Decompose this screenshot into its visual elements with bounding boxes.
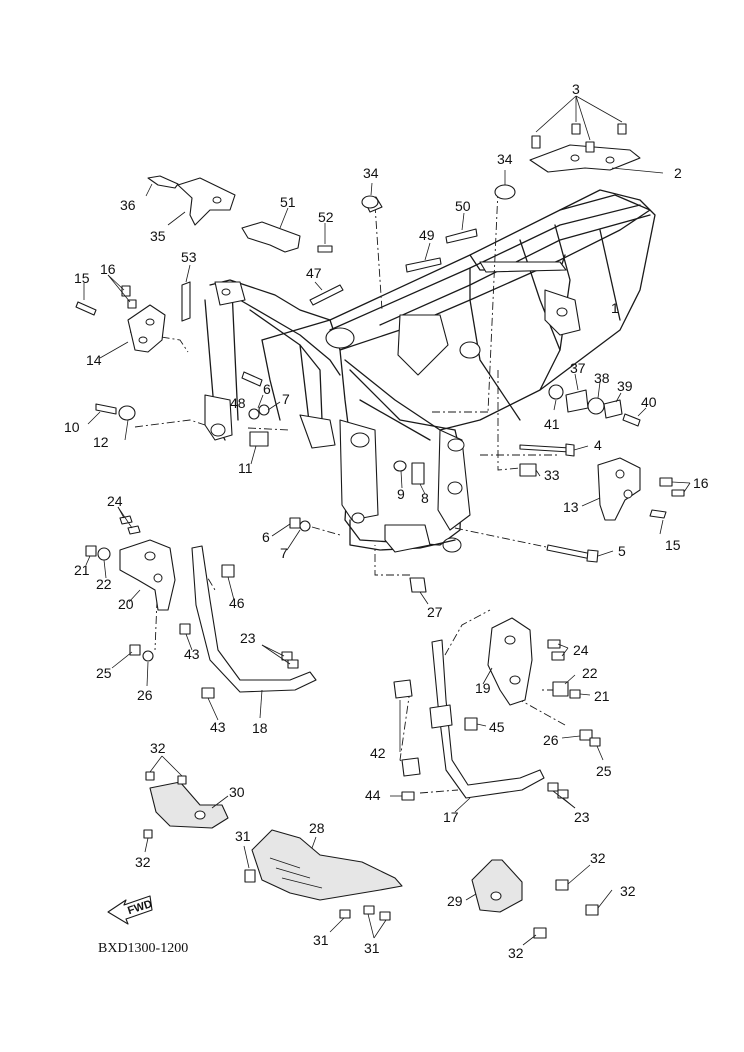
callout-11: 11 [238, 460, 253, 476]
callout-22: 22 [582, 665, 598, 681]
callout-26: 26 [137, 687, 153, 703]
callout-numbers: 1 2 3 4 5 6 6 7 7 8 9 10 11 12 13 14 15 … [64, 81, 709, 961]
callout-4: 4 [594, 437, 602, 453]
part-34-grommets [361, 170, 516, 213]
callout-41: 41 [544, 416, 560, 432]
part-10-bolt [87, 403, 136, 441]
callout-31: 31 [364, 940, 380, 956]
callout-39: 39 [617, 378, 633, 394]
part-4-shaft [519, 443, 589, 477]
callout-30: 30 [229, 784, 245, 800]
part-2-bracket [529, 144, 664, 174]
callout-12: 12 [93, 434, 109, 450]
part-30-guard [143, 755, 229, 853]
callout-9: 9 [397, 486, 405, 502]
part-3-bolts [531, 95, 627, 153]
callout-2: 2 [674, 165, 682, 181]
callout-53: 53 [181, 249, 197, 265]
callout-16: 16 [693, 475, 709, 491]
callout-7: 7 [282, 391, 290, 407]
part-6-7-lower [271, 517, 311, 551]
callout-38: 38 [594, 370, 610, 386]
callout-18: 18 [252, 720, 268, 736]
callout-24: 24 [573, 642, 589, 658]
callout-6: 6 [263, 381, 271, 397]
part-8-9 [393, 460, 426, 495]
callout-31: 31 [313, 932, 329, 948]
callout-43: 43 [210, 719, 226, 735]
callout-23: 23 [240, 630, 256, 646]
part-51-bracket [241, 207, 333, 253]
callout-19: 19 [475, 680, 491, 696]
callout-49: 49 [419, 227, 435, 243]
callout-32: 32 [620, 883, 636, 899]
callout-27: 27 [427, 604, 443, 620]
callout-21: 21 [74, 562, 90, 578]
callout-42: 42 [370, 745, 386, 761]
part-20-plate [85, 506, 176, 687]
callout-24: 24 [107, 493, 123, 509]
callout-20: 20 [118, 596, 134, 612]
part-29-guard [465, 859, 613, 946]
callout-40: 40 [641, 394, 657, 410]
callout-13: 13 [563, 499, 579, 515]
callout-5: 5 [618, 543, 626, 559]
callout-26: 26 [543, 732, 559, 748]
part-28-skid-plate [243, 829, 403, 939]
callout-1: 1 [611, 300, 619, 316]
callout-15: 15 [74, 270, 90, 286]
callout-14: 14 [86, 352, 102, 368]
callout-47: 47 [306, 265, 322, 281]
callout-16: 16 [100, 261, 116, 277]
callout-3: 3 [572, 81, 580, 97]
callout-32: 32 [135, 854, 151, 870]
callout-51: 51 [280, 194, 296, 210]
part-13-bracket [581, 457, 691, 535]
part-37-41-mount [548, 373, 647, 427]
callout-25: 25 [96, 665, 112, 681]
callout-45: 45 [489, 719, 505, 735]
label-strips [181, 212, 478, 322]
callout-52: 52 [318, 209, 334, 225]
diagram-code: BXD1300-1200 [98, 941, 188, 956]
callout-21: 21 [594, 688, 610, 704]
part-6-7-11-48 [241, 371, 281, 465]
part-27-nut [409, 577, 429, 605]
callout-31: 31 [235, 828, 251, 844]
callout-25: 25 [596, 763, 612, 779]
main-frame [204, 189, 656, 553]
callout-44: 44 [365, 787, 381, 803]
callout-36: 36 [120, 197, 136, 213]
callout-23: 23 [574, 809, 590, 825]
callout-35: 35 [150, 228, 166, 244]
callout-43: 43 [184, 646, 200, 662]
callout-33: 33 [544, 467, 560, 483]
callout-46: 46 [229, 595, 245, 611]
callout-50: 50 [455, 198, 471, 214]
callout-28: 28 [309, 820, 325, 836]
callout-29: 29 [447, 893, 463, 909]
part-18-downtube [179, 545, 317, 721]
part-14-bracket [75, 274, 166, 359]
callout-37: 37 [570, 360, 586, 376]
callout-15: 15 [665, 537, 681, 553]
part-19-plate [482, 617, 604, 761]
callout-34: 34 [363, 165, 379, 181]
callout-10: 10 [64, 419, 80, 435]
callout-32: 32 [150, 740, 166, 756]
callout-32: 32 [508, 945, 524, 961]
callout-48: 48 [230, 395, 246, 411]
fwd-arrow-icon: FWD [107, 895, 154, 925]
callout-6: 6 [262, 529, 270, 545]
callout-32: 32 [590, 850, 606, 866]
part-5-bolt [546, 544, 614, 563]
callout-22: 22 [96, 576, 112, 592]
callout-7: 7 [280, 545, 288, 561]
part-35-bracket [145, 175, 236, 226]
part-17-downtube [390, 639, 576, 813]
callout-17: 17 [443, 809, 459, 825]
callout-8: 8 [421, 490, 429, 506]
callout-34: 34 [497, 151, 513, 167]
